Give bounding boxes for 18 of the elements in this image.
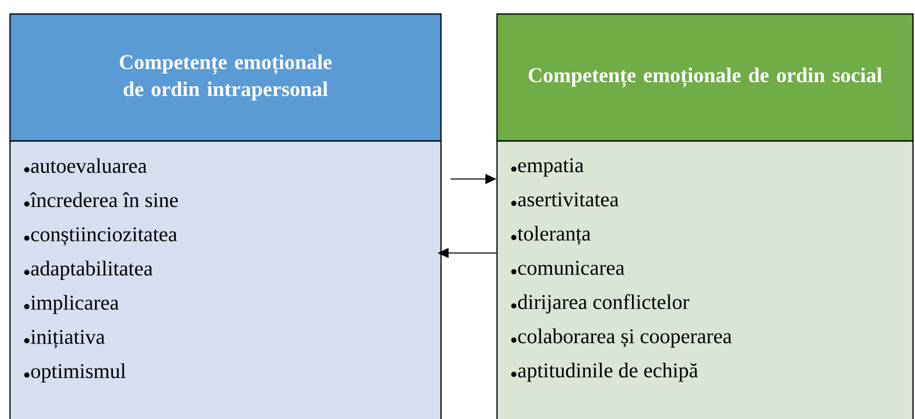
list-item: conștiinciozitatea	[24, 227, 178, 246]
list-item: empatia	[511, 158, 584, 177]
list-item: implicarea	[24, 295, 119, 314]
list-item: optimismul	[24, 363, 126, 382]
list-item: adaptabilitatea	[24, 260, 153, 280]
list-item: dirijarea conflictelor	[511, 294, 690, 314]
header-box: Competențe emoționale de ordin intrapersonal	[9, 13, 442, 142]
list-box	[496, 140, 914, 419]
list-item: aptitudinile de echipă	[511, 362, 698, 382]
header-box: Competențe emoționale de ordin social	[496, 13, 914, 142]
list-item: autoevaluarea	[24, 158, 147, 173]
list-item: colaborarea și cooperarea	[511, 328, 732, 348]
list-item: asertivitatea	[511, 192, 619, 207]
list-item: încrederea în sine	[24, 192, 178, 208]
list-item: inițiativa	[24, 330, 105, 348]
list-item: toleranța	[511, 226, 591, 245]
list-item: comunicarea	[511, 260, 624, 275]
list-box	[9, 140, 442, 419]
